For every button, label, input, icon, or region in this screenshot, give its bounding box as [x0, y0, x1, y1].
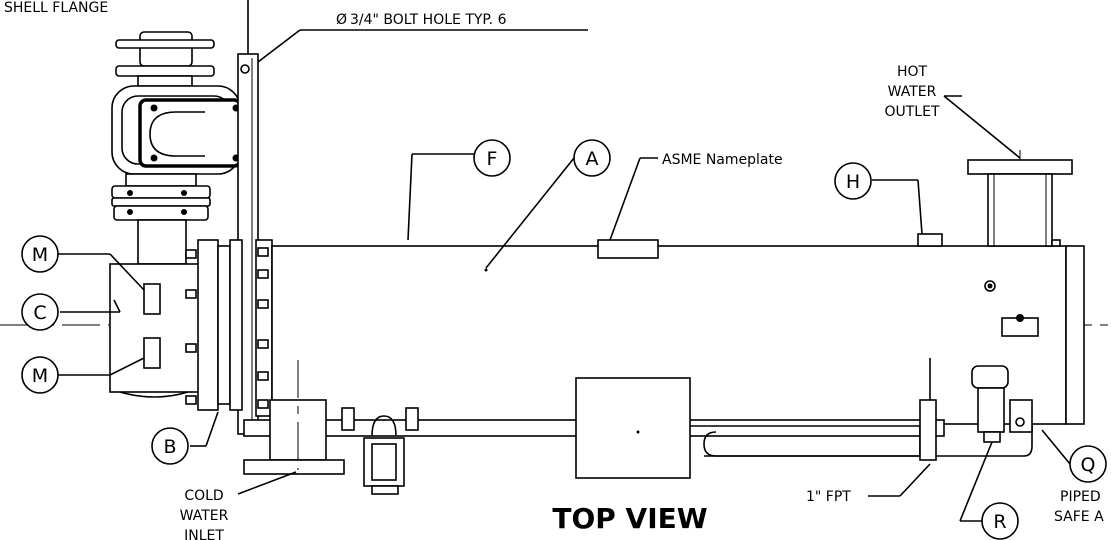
- relief-valve: [971, 365, 1033, 443]
- shell-flange-note: SHELL FLANGE: [4, 0, 108, 16]
- drain-valve-assembly: [341, 407, 419, 495]
- element-box-upper: [143, 283, 161, 315]
- svg-text:R: R: [993, 511, 1006, 533]
- svg-text:B: B: [163, 436, 176, 458]
- cold-water-inlet-line-3: INLET: [184, 528, 224, 540]
- asme-nameplate-note: ASME Nameplate: [662, 152, 783, 168]
- fpt-note: 1" FPT: [806, 489, 851, 505]
- svg-text:Q: Q: [1081, 454, 1096, 476]
- svg-text:C: C: [33, 302, 46, 324]
- asme-nameplate-plate: [597, 239, 659, 259]
- callout-F: F: [473, 139, 511, 177]
- callout-B: B: [151, 427, 189, 465]
- bolt-hole-note: 3/4" BOLT HOLE TYP. 6: [350, 12, 507, 28]
- svg-text:M: M: [32, 365, 48, 387]
- bolt-hole-diameter-symbol: Ø: [336, 12, 347, 28]
- callout-R: R: [981, 502, 1019, 540]
- svg-text:F: F: [487, 148, 498, 170]
- element-box-lower: [143, 337, 161, 369]
- svg-text:A: A: [586, 148, 599, 170]
- bottom-piping: [243, 358, 1033, 479]
- hot-water-outlet-nozzle: [967, 159, 1073, 247]
- callout-M-lower: M: [21, 356, 59, 394]
- callout-Q: Q: [1069, 445, 1107, 483]
- callout-M-upper: M: [21, 235, 59, 273]
- piped-safe-line-2: SAFE A: [1054, 509, 1104, 525]
- svg-text:M: M: [32, 244, 48, 266]
- hot-water-outlet-line-1: HOT: [897, 64, 928, 80]
- piped-safe-line-1: PIPED: [1060, 489, 1101, 505]
- callout-H: H: [834, 162, 872, 200]
- shell-flange-valve-assembly: [111, 31, 245, 265]
- leader-lines: [58, 29, 1071, 522]
- svg-text:H: H: [846, 171, 860, 193]
- cold-water-inlet-line-2: WATER: [180, 508, 229, 524]
- bolt-hole: [240, 64, 250, 74]
- cold-water-inlet-line-1: COLD: [184, 488, 223, 504]
- hot-water-outlet-line-2: WATER: [888, 84, 937, 100]
- hot-water-outlet-line-3: OUTLET: [884, 104, 939, 120]
- callout-C: C: [21, 293, 59, 331]
- flange-bolts: [185, 247, 269, 409]
- callout-A: A: [573, 139, 611, 177]
- cold-water-inlet-nozzle: [243, 360, 345, 475]
- view-title: TOP VIEW: [552, 502, 707, 535]
